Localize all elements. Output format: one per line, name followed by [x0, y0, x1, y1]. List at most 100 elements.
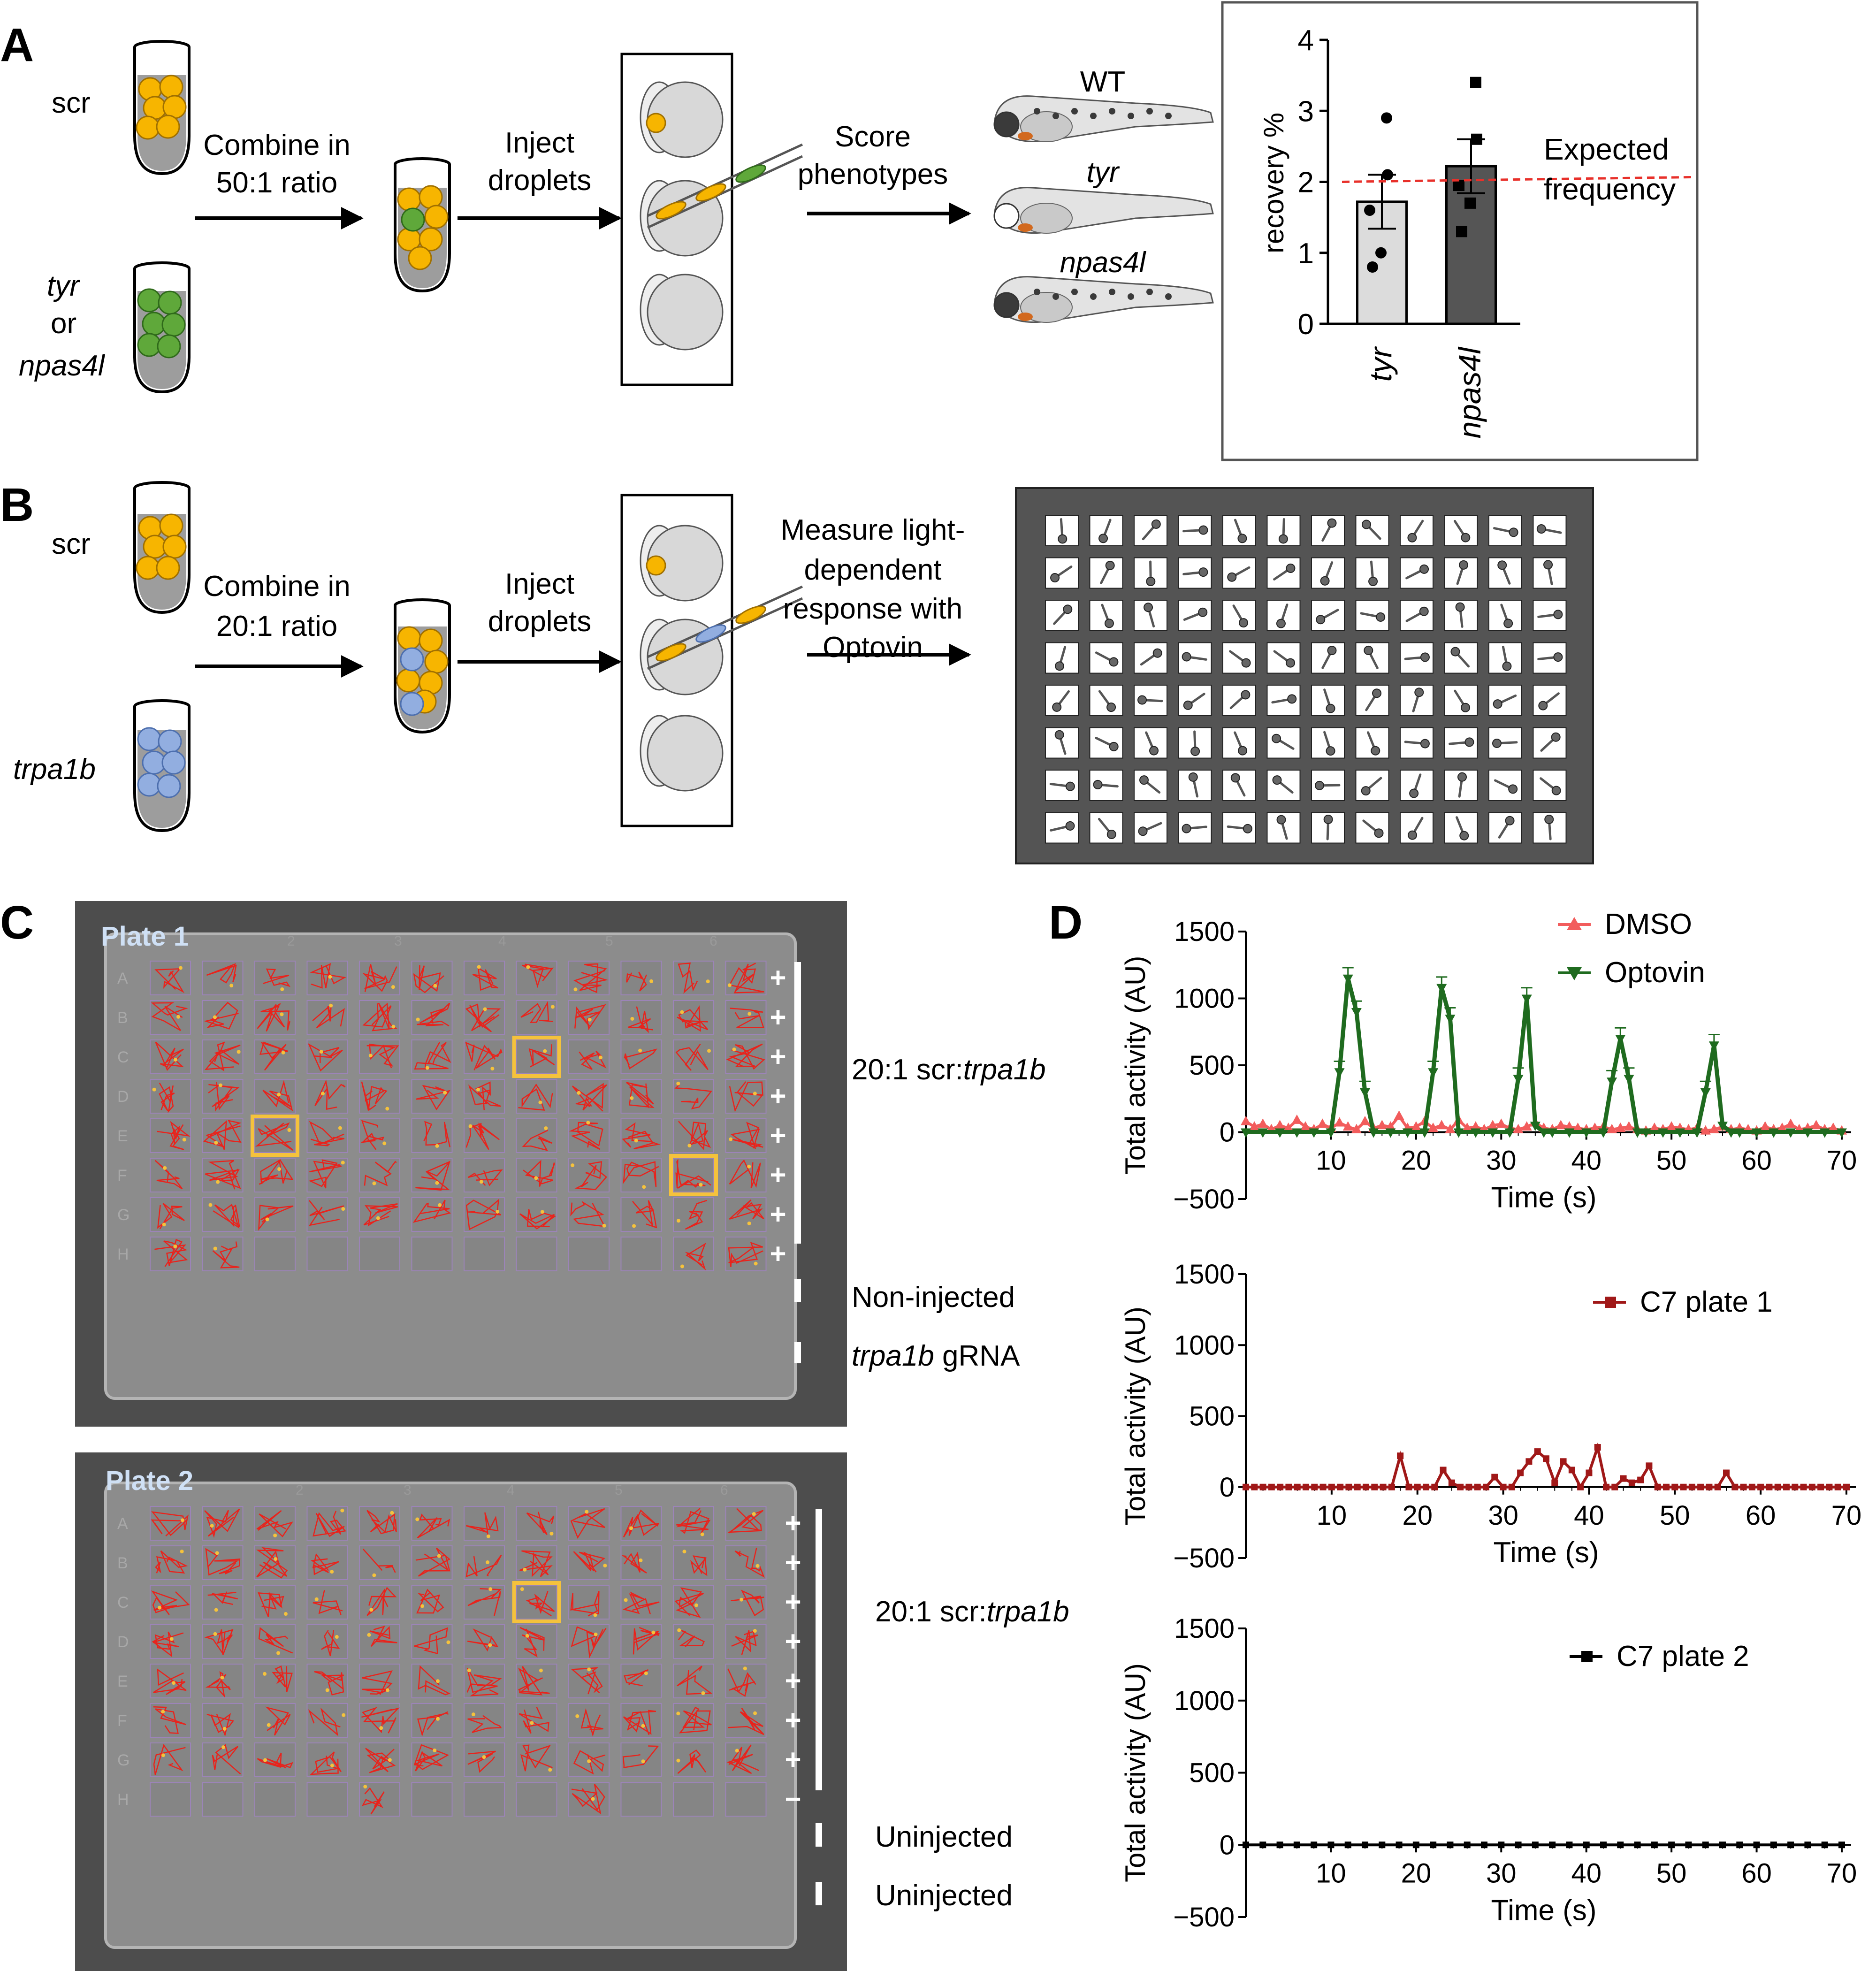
expected-line1: Expected	[1544, 132, 1669, 166]
well-larva	[1190, 730, 1200, 756]
plate-well	[673, 1585, 714, 1620]
data-point	[1530, 1122, 1540, 1131]
well-larva	[1540, 732, 1561, 752]
data-point	[1342, 1121, 1353, 1131]
well-larva	[1234, 731, 1248, 756]
plate-well	[464, 1079, 505, 1114]
data-point	[1303, 1483, 1309, 1490]
tube-scr-a	[133, 40, 191, 176]
plate-row-sign: +	[785, 1586, 801, 1618]
data-point	[1436, 984, 1447, 993]
data-point	[1457, 1483, 1464, 1490]
plate-well	[150, 1158, 191, 1192]
data-point	[1428, 1122, 1439, 1132]
well-larva	[1271, 694, 1297, 704]
chart-xtick-label: 40	[1571, 1146, 1601, 1176]
data-point	[1751, 1128, 1762, 1138]
data-point	[1675, 1128, 1685, 1138]
inset-ylabel: recovery %	[1258, 113, 1289, 253]
plate-col-number: 5	[615, 1482, 623, 1498]
plate-well	[254, 1000, 296, 1035]
plate-well	[202, 1237, 244, 1271]
well-larva	[1405, 564, 1429, 580]
plate-well	[306, 1039, 348, 1074]
plate-well	[306, 1079, 348, 1114]
plate-row-letter: A	[117, 1515, 128, 1533]
plate-well-highlight	[251, 1115, 299, 1157]
measure-line3: response with	[783, 593, 963, 625]
data-point	[1637, 1476, 1644, 1483]
data-point	[1766, 1483, 1773, 1490]
data-point	[1470, 1128, 1481, 1138]
plate-well	[411, 1000, 453, 1035]
inset-xtick-label: npas4l	[1452, 346, 1487, 439]
well-larva	[1361, 777, 1382, 796]
plate-well	[725, 1624, 767, 1659]
data-point	[1317, 1118, 1328, 1128]
data-point	[1714, 1483, 1721, 1490]
measure-line1: Measure light-	[781, 514, 965, 546]
plate-well	[411, 961, 453, 995]
plate-well	[306, 1782, 348, 1817]
plate-row-sign: +	[770, 1199, 786, 1230]
plate-well	[359, 1197, 400, 1232]
data-point	[1611, 1483, 1618, 1490]
data-point	[1564, 1128, 1575, 1138]
inset-xtick-label: tyr	[1363, 346, 1398, 382]
plate-well	[620, 1664, 662, 1698]
plate-well	[254, 1545, 296, 1580]
well-larva	[1142, 519, 1161, 541]
legend-marker	[1567, 917, 1582, 930]
well-larva	[1323, 688, 1335, 713]
plate-row-letter: D	[117, 1088, 129, 1106]
expected-line2: frequency	[1544, 172, 1676, 206]
well-larva	[1315, 780, 1341, 790]
data-point	[1259, 1483, 1266, 1490]
plate-well	[254, 1506, 296, 1541]
well-larva	[1323, 815, 1333, 840]
data-point	[1640, 1128, 1651, 1138]
plate-well	[202, 1197, 244, 1232]
well-larva	[1276, 815, 1288, 840]
plate-well	[516, 1237, 557, 1271]
data-point	[1268, 1483, 1275, 1490]
data-point	[1397, 1452, 1404, 1459]
well-larva	[1278, 518, 1288, 544]
data-point	[1513, 1075, 1524, 1085]
plate-well	[620, 1000, 662, 1035]
plate-well	[150, 961, 191, 995]
data-point	[1757, 1483, 1764, 1490]
data-point	[1723, 1469, 1730, 1476]
data-point	[1368, 1128, 1379, 1138]
inset-point	[1470, 76, 1481, 88]
chart-ytick-label: −500	[1173, 1902, 1235, 1933]
plate-well	[150, 1079, 191, 1114]
data-point	[1344, 1841, 1351, 1849]
tube-mixed-b	[394, 598, 451, 734]
data-point	[1462, 1122, 1472, 1132]
data-point	[1276, 1841, 1283, 1849]
data-point	[1734, 1128, 1745, 1138]
plate-well	[202, 1624, 244, 1659]
plate-well	[568, 1585, 610, 1620]
plate-2-label-uninjected-h: Uninjected	[875, 1879, 1013, 1912]
plate-well	[464, 961, 505, 995]
data-point	[1474, 1483, 1481, 1490]
well-larva	[1140, 648, 1162, 666]
data-point	[1293, 1841, 1300, 1849]
plate-row-sign: +	[770, 1041, 786, 1072]
plate-well	[1488, 812, 1522, 844]
inset-point	[1382, 169, 1393, 181]
inset-ytick-label: 4	[1298, 24, 1314, 57]
plate-well	[464, 1000, 505, 1035]
data-point	[1700, 1088, 1711, 1098]
plate-well	[568, 1782, 610, 1817]
data-point	[1360, 1088, 1370, 1098]
data-point	[1785, 1128, 1796, 1138]
plate-well	[673, 1000, 714, 1035]
plate-well	[516, 1197, 557, 1232]
well-larva	[1540, 777, 1561, 795]
well-larva	[1182, 824, 1207, 833]
legend-label: Optovin	[1605, 956, 1705, 989]
